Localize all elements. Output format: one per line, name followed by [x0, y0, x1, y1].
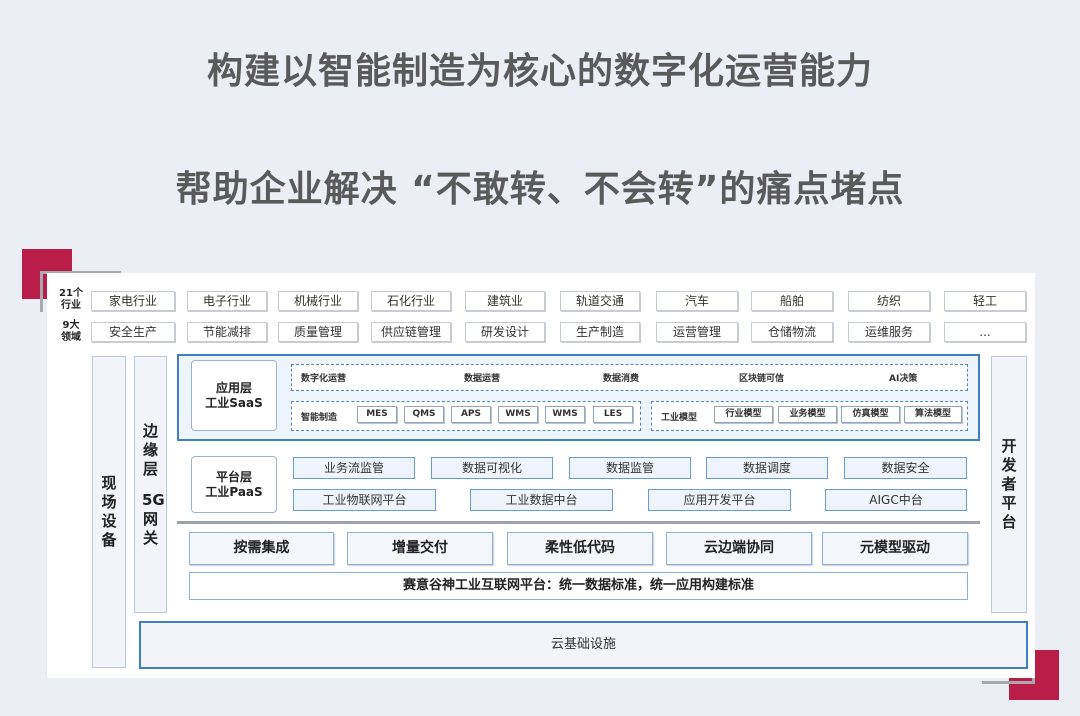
domain-chip: 供应链管理 — [371, 322, 451, 342]
domain-chip: ... — [944, 322, 1026, 342]
domains-label-line1: 9大 — [62, 320, 80, 331]
architecture-diagram: 21个 行业 家电行业 电子行业 机械行业 石化行业 建筑业 轨道交通 汽车 船… — [47, 273, 1035, 678]
edge-layer-bar: 边缘层 5G网关 — [134, 356, 167, 613]
model-chip: 仿真模型 — [841, 406, 900, 423]
layer-divider — [177, 521, 980, 524]
capability-box: 云边端协同 — [666, 532, 812, 565]
paas-chip: 工业数据中台 — [470, 489, 613, 511]
field-devices-bar: 现场设备 — [92, 356, 126, 668]
industry-chip: 电子行业 — [187, 291, 267, 311]
industry-chip: 机械行业 — [278, 291, 358, 311]
capability-box: 元模型驱动 — [822, 532, 968, 565]
module-chip-aps: APS — [451, 406, 491, 423]
industry-chip: 轻工 — [944, 291, 1026, 311]
smart-manufacturing-label: 智能制造 — [301, 413, 338, 423]
capability-box: 柔性低代码 — [507, 532, 653, 565]
model-label: 工业模型 — [661, 413, 698, 423]
saas-top-item: 数据运营 — [464, 374, 501, 384]
saas-top-item: 区块链可信 — [739, 374, 785, 384]
domains-label-line2: 领域 — [61, 332, 81, 343]
paas-title-line1: 平台层 — [215, 469, 252, 484]
industries-label-line2: 行业 — [61, 300, 81, 311]
paas-chip: 数据可视化 — [431, 457, 553, 479]
paas-chip: 数据监管 — [569, 457, 691, 479]
saas-title-box: 应用层 工业SaaS — [191, 360, 277, 431]
saas-title-line1: 应用层 — [215, 380, 252, 395]
paas-chip: AIGC中台 — [825, 489, 967, 511]
industry-chip: 汽车 — [656, 291, 738, 311]
module-chip-wms-2: WMS — [545, 406, 585, 423]
module-chip-qms: QMS — [404, 406, 444, 423]
paas-title-box: 平台层 工业PaaS — [191, 456, 277, 513]
saas-top-item: 数据消费 — [603, 374, 640, 384]
field-devices-label: 现场设备 — [101, 474, 117, 549]
developer-platform-bar: 开发者平台 — [991, 356, 1027, 613]
5g-gateway-label: 5G网关 — [142, 490, 165, 547]
paas-chip: 数据调度 — [706, 457, 828, 479]
cloud-infrastructure-bar: 云基础设施 — [139, 621, 1028, 669]
domain-chip: 节能减排 — [187, 322, 267, 342]
edge-layer-text: 边缘层 5G网关 — [142, 421, 165, 548]
model-chip: 业务模型 — [778, 406, 837, 423]
model-chip: 行业模型 — [714, 406, 773, 423]
headline-primary: 构建以智能制造为核心的数字化运营能力 — [206, 51, 873, 92]
developer-platform-label: 开发者平台 — [1001, 437, 1017, 531]
industry-chip: 船舶 — [751, 291, 833, 311]
module-chip-les: LES — [593, 406, 633, 423]
industries-label-line1: 21个 — [59, 288, 83, 299]
decor-frame-line-top-left — [40, 271, 121, 312]
industry-chip: 轨道交通 — [560, 291, 640, 311]
domain-chip: 质量管理 — [278, 322, 358, 342]
domain-chip: 运营管理 — [656, 322, 738, 342]
domain-chip: 仓储物流 — [751, 322, 833, 342]
paas-chip: 应用开发平台 — [648, 489, 791, 511]
industry-chip: 家电行业 — [91, 291, 175, 311]
saas-top-item: 数字化运营 — [301, 374, 347, 384]
capability-box: 增量交付 — [347, 532, 493, 565]
paas-chip: 业务流监管 — [293, 457, 415, 479]
headline-secondary: 帮助企业解决 “不敢转、不会转”的痛点堵点 — [175, 169, 905, 210]
industries-label: 21个 行业 — [51, 288, 91, 312]
paas-chip: 数据安全 — [844, 457, 967, 479]
paas-chip: 工业物联网平台 — [293, 489, 436, 511]
saas-title-line2: 工业SaaS — [205, 395, 263, 410]
domain-chip: 安全生产 — [91, 322, 175, 342]
module-chip-wms: WMS — [498, 406, 538, 423]
industry-chip: 石化行业 — [371, 291, 451, 311]
platform-banner: 赛意谷神工业互联网平台：统一数据标准，统一应用构建标准 — [189, 572, 968, 600]
domains-label: 9大 领域 — [51, 320, 91, 344]
capability-box: 按需集成 — [189, 532, 334, 565]
edge-layer-label: 边缘层 — [142, 421, 158, 478]
domain-chip: 运维服务 — [848, 322, 930, 342]
domain-chip: 生产制造 — [560, 322, 640, 342]
paas-title-line2: 工业PaaS — [205, 484, 263, 499]
saas-top-item: AI决策 — [889, 374, 918, 384]
industry-chip: 建筑业 — [465, 291, 545, 311]
domain-chip: 研发设计 — [465, 322, 545, 342]
model-chip: 算法模型 — [904, 406, 962, 423]
industry-chip: 纺织 — [848, 291, 930, 311]
saas-top-group — [291, 364, 968, 391]
module-chip-mes: MES — [357, 406, 397, 423]
